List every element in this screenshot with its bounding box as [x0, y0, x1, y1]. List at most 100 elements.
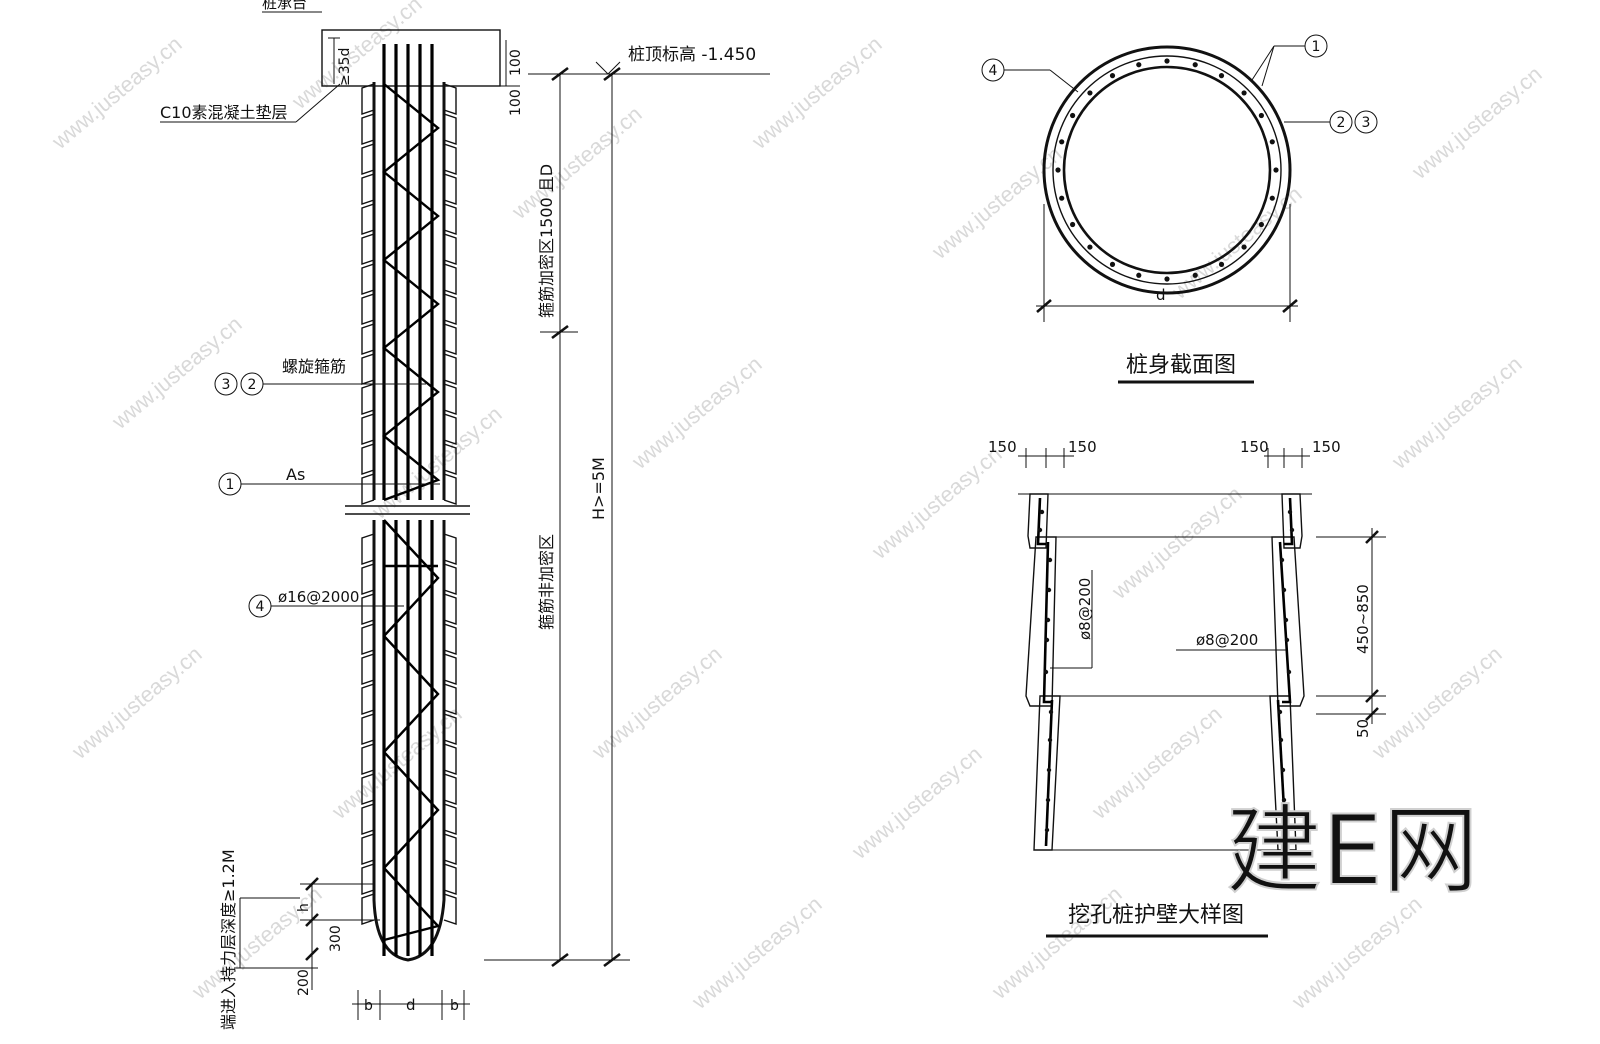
- pile-shaft-outline: [372, 82, 446, 962]
- wall-rebar-dot: [1279, 557, 1285, 563]
- wall-segment-right: [443, 293, 457, 325]
- section-rebar-dot: [1109, 73, 1116, 79]
- wall-segment-right: [443, 713, 457, 745]
- wall-segment-left: [361, 143, 375, 175]
- wall-segment-left: [361, 413, 375, 445]
- wall-segment-left: [361, 263, 375, 295]
- non-dense-zone-label: 箍筋非加密区: [537, 534, 556, 630]
- section-rebar-dot: [1087, 90, 1093, 96]
- wall-rebar-dot: [1037, 527, 1043, 533]
- section-rebar-dot: [1192, 62, 1198, 68]
- pile-elevation: 桩承台 ≥35d C10素混凝土垫层 100 100 桩顶标高 -1.450: [160, 0, 770, 1030]
- section-rebar-dot: [1070, 112, 1076, 119]
- wall-segment-right: [443, 83, 457, 115]
- wall-segment-left: [361, 233, 375, 265]
- section-rebar-dot: [1055, 167, 1061, 173]
- dim-450-850: 450~850: [1354, 584, 1372, 654]
- wall-segment-right: [443, 563, 457, 595]
- wall-segment-right: [443, 143, 457, 175]
- section-rebar-dot: [1241, 244, 1247, 250]
- wall-rebar-dot: [1048, 709, 1054, 715]
- watermark-text: www.justeasy.cn: [1086, 701, 1226, 824]
- logo-watermark: 建E网: [1226, 795, 1479, 907]
- wall-segment-right: [443, 743, 457, 775]
- ring-bar-label: ø16@2000: [278, 588, 359, 606]
- wall-segment-right: [443, 833, 457, 865]
- section-dim-d: d: [1156, 286, 1166, 304]
- section-rebar-dot: [1136, 62, 1142, 68]
- balloon-3-text: 3: [222, 377, 231, 393]
- wall-rebar-dot: [1284, 637, 1290, 643]
- wall-segment-left: [361, 353, 375, 385]
- wall-segment-right: [443, 683, 457, 715]
- dim-150-1: 150: [988, 438, 1017, 456]
- section-rebar-dot: [1241, 90, 1247, 96]
- section-rebar-dot: [1192, 272, 1198, 278]
- balloon-2-text: 2: [248, 377, 257, 393]
- section-rebar-dot: [1258, 221, 1264, 228]
- dim-150-3: 150: [1240, 438, 1269, 456]
- dim-d-bottom: d: [406, 996, 416, 1014]
- dim-300: 300: [328, 925, 344, 952]
- wall-segment-left: [361, 773, 375, 805]
- section-rebar-dot: [1164, 58, 1170, 64]
- wall-segment-left: [361, 113, 375, 145]
- wall-rebar-dots: [1037, 509, 1295, 833]
- watermark-text: www.justeasy.cn: [626, 351, 766, 474]
- balloon-3-left: [214, 372, 238, 396]
- wall-segment-right: [443, 803, 457, 835]
- section-balloon-2-text: 2: [1337, 115, 1346, 131]
- watermark-text: www.justeasy.cn: [506, 101, 646, 224]
- pile-cross-section: 4 1 2 3 d 桩身截面图: [981, 34, 1378, 384]
- section-rebar-dot: [1059, 139, 1065, 145]
- wall-segment-right: [443, 593, 457, 625]
- anchor-length-label: ≥35d: [337, 48, 353, 86]
- wall-segment-left: [361, 293, 375, 325]
- as-label: As: [286, 465, 305, 484]
- wall-segment-left: [361, 743, 375, 775]
- wall-segment-right: [443, 623, 457, 655]
- balloon-1-text: 1: [226, 477, 235, 493]
- dim-b-left: b: [364, 998, 373, 1014]
- wall-segment-left: [361, 443, 375, 475]
- wall-segment-right: [443, 863, 457, 895]
- retaining-wall-segments: [361, 83, 457, 925]
- wall-segment-left: [361, 863, 375, 895]
- wall-rebar-dot: [1045, 617, 1051, 623]
- section-bar-ring: [1052, 55, 1282, 285]
- wall-rebar-dot: [1281, 587, 1287, 593]
- wall-segment-right: [443, 323, 457, 355]
- section-balloon-3-text: 3: [1362, 115, 1371, 131]
- wall-segment-left: [361, 653, 375, 685]
- detail-title: 挖孔桩护壁大样图: [1068, 903, 1244, 928]
- wall-segment-right: [443, 533, 457, 565]
- watermark-text: www.justeasy.cn: [586, 641, 726, 764]
- wall-segment-right: [443, 473, 457, 505]
- section-rebar-dot: [1273, 167, 1279, 173]
- wall-rebar-dot: [1046, 767, 1052, 773]
- wall-segment-left: [361, 563, 375, 595]
- wall-segment-right: [443, 113, 457, 145]
- wall-segment-right: [443, 653, 457, 685]
- watermark-text: www.justeasy.cn: [66, 641, 206, 764]
- section-rebar-dot: [1218, 73, 1225, 79]
- wall-segment-right: [443, 383, 457, 415]
- watermark-text: www.justeasy.cn: [686, 891, 826, 1014]
- watermark-text: www.justeasy.cn: [1386, 351, 1526, 474]
- wall-segment-left: [361, 623, 375, 655]
- horizontal-rebar-label: ø8@200: [1196, 631, 1258, 649]
- section-outer-circle: [1042, 45, 1292, 295]
- section-rebar-dot: [1087, 244, 1093, 250]
- wall-segment-left: [361, 683, 375, 715]
- wall-segment-left: [361, 833, 375, 865]
- wall-segment-right: [443, 443, 457, 475]
- wall-segment-left: [361, 383, 375, 415]
- section-rebar-dot: [1164, 276, 1170, 282]
- wall-rebar-dot: [1044, 637, 1050, 643]
- dense-zone-label: 箍筋加密区1500 且D: [537, 164, 556, 318]
- dim-50: 50: [1354, 719, 1372, 738]
- wall-rebar-dot: [1039, 509, 1045, 515]
- wall-segment-right: [443, 203, 457, 235]
